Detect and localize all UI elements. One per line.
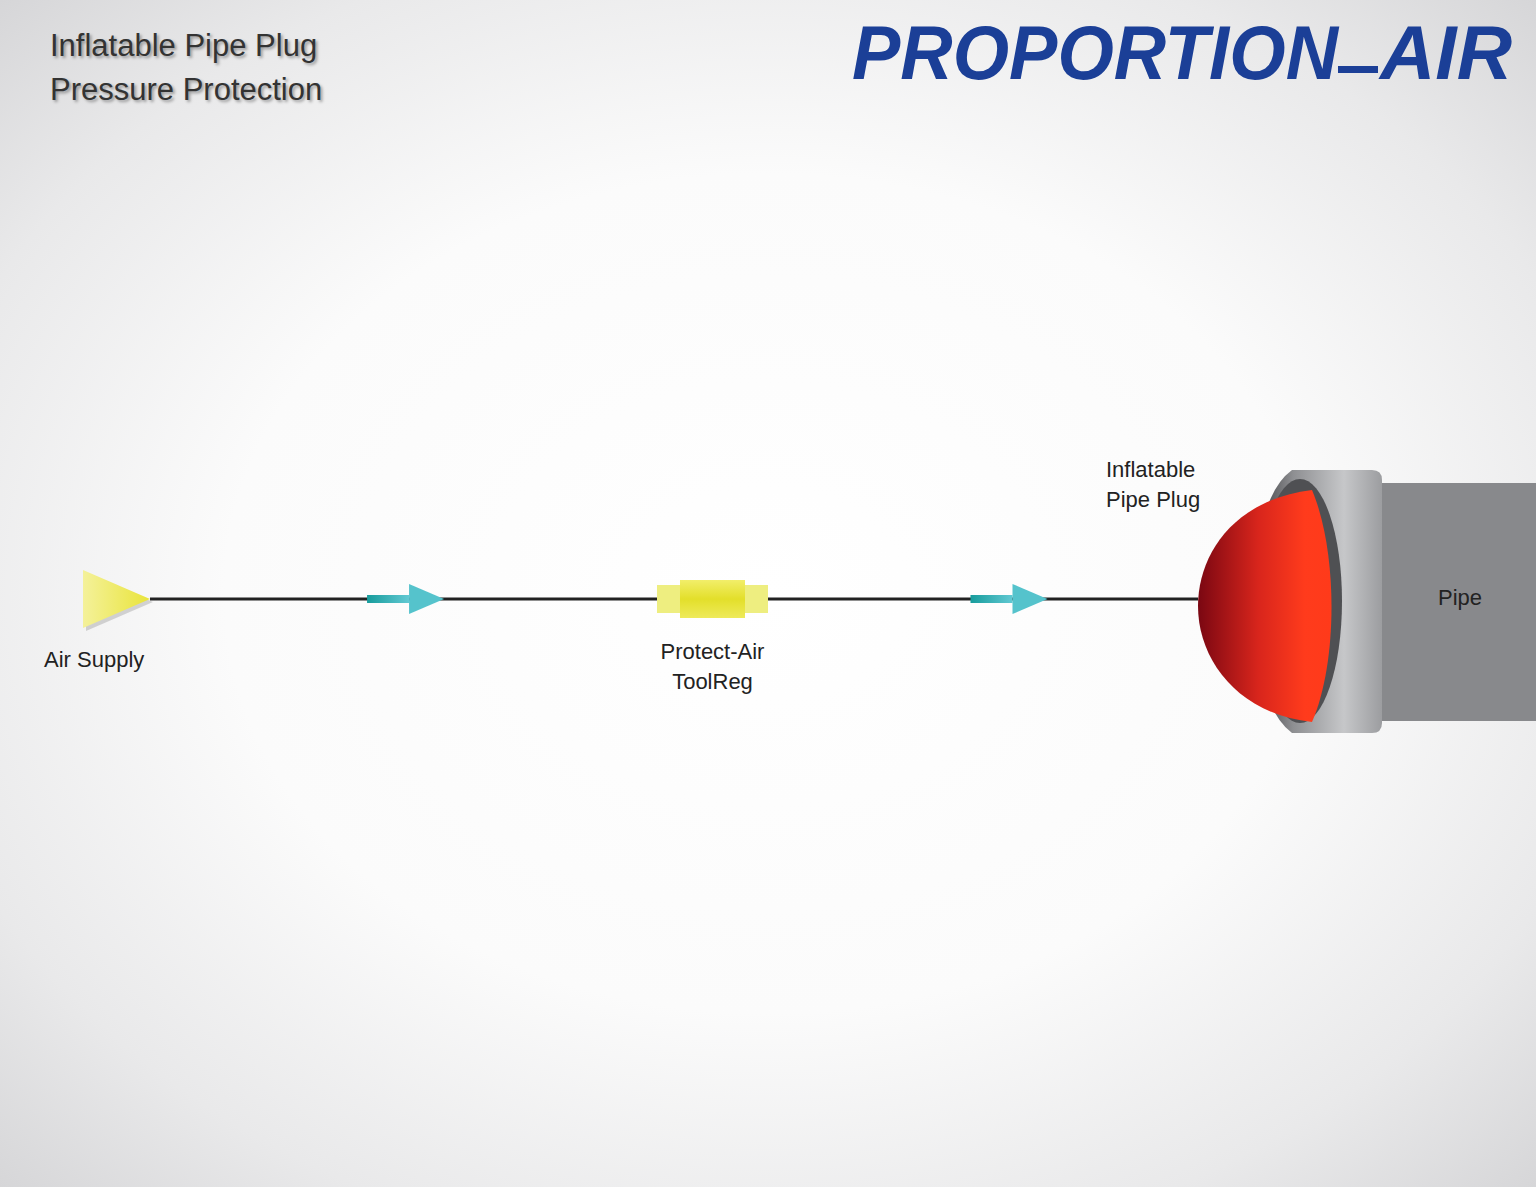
pipe-body bbox=[1378, 483, 1536, 721]
supply-triangle bbox=[83, 570, 150, 628]
regulator: Protect-Air ToolReg bbox=[630, 575, 795, 701]
flow-line bbox=[150, 584, 657, 614]
air-supply: Air Supply bbox=[40, 565, 198, 680]
node-label: Pipe bbox=[1438, 583, 1518, 613]
flow-line bbox=[768, 584, 1198, 614]
arrow-shaft bbox=[367, 595, 409, 603]
arrow-shaft bbox=[971, 595, 1013, 603]
logo-text: AIR bbox=[1380, 14, 1512, 90]
logo-text: PROPORTION bbox=[852, 14, 1338, 90]
pipe-opening bbox=[1258, 479, 1342, 723]
pipe-mouth bbox=[1255, 470, 1382, 733]
logo-dash bbox=[1338, 66, 1378, 73]
node-label: Air Supply bbox=[44, 645, 194, 675]
arrow-head bbox=[409, 584, 444, 614]
pipe-plug: Inflatable Pipe Plug bbox=[1100, 452, 1340, 727]
diagram-title: Inflatable Pipe Plug Pressure Protection bbox=[50, 24, 395, 112]
node-label: Inflatable Pipe Plug bbox=[1106, 455, 1236, 515]
node-label: Protect-Air ToolReg bbox=[642, 637, 783, 697]
arrow-head bbox=[1013, 584, 1048, 614]
regulator-symbol bbox=[657, 580, 768, 618]
plug-dome bbox=[1198, 490, 1332, 722]
